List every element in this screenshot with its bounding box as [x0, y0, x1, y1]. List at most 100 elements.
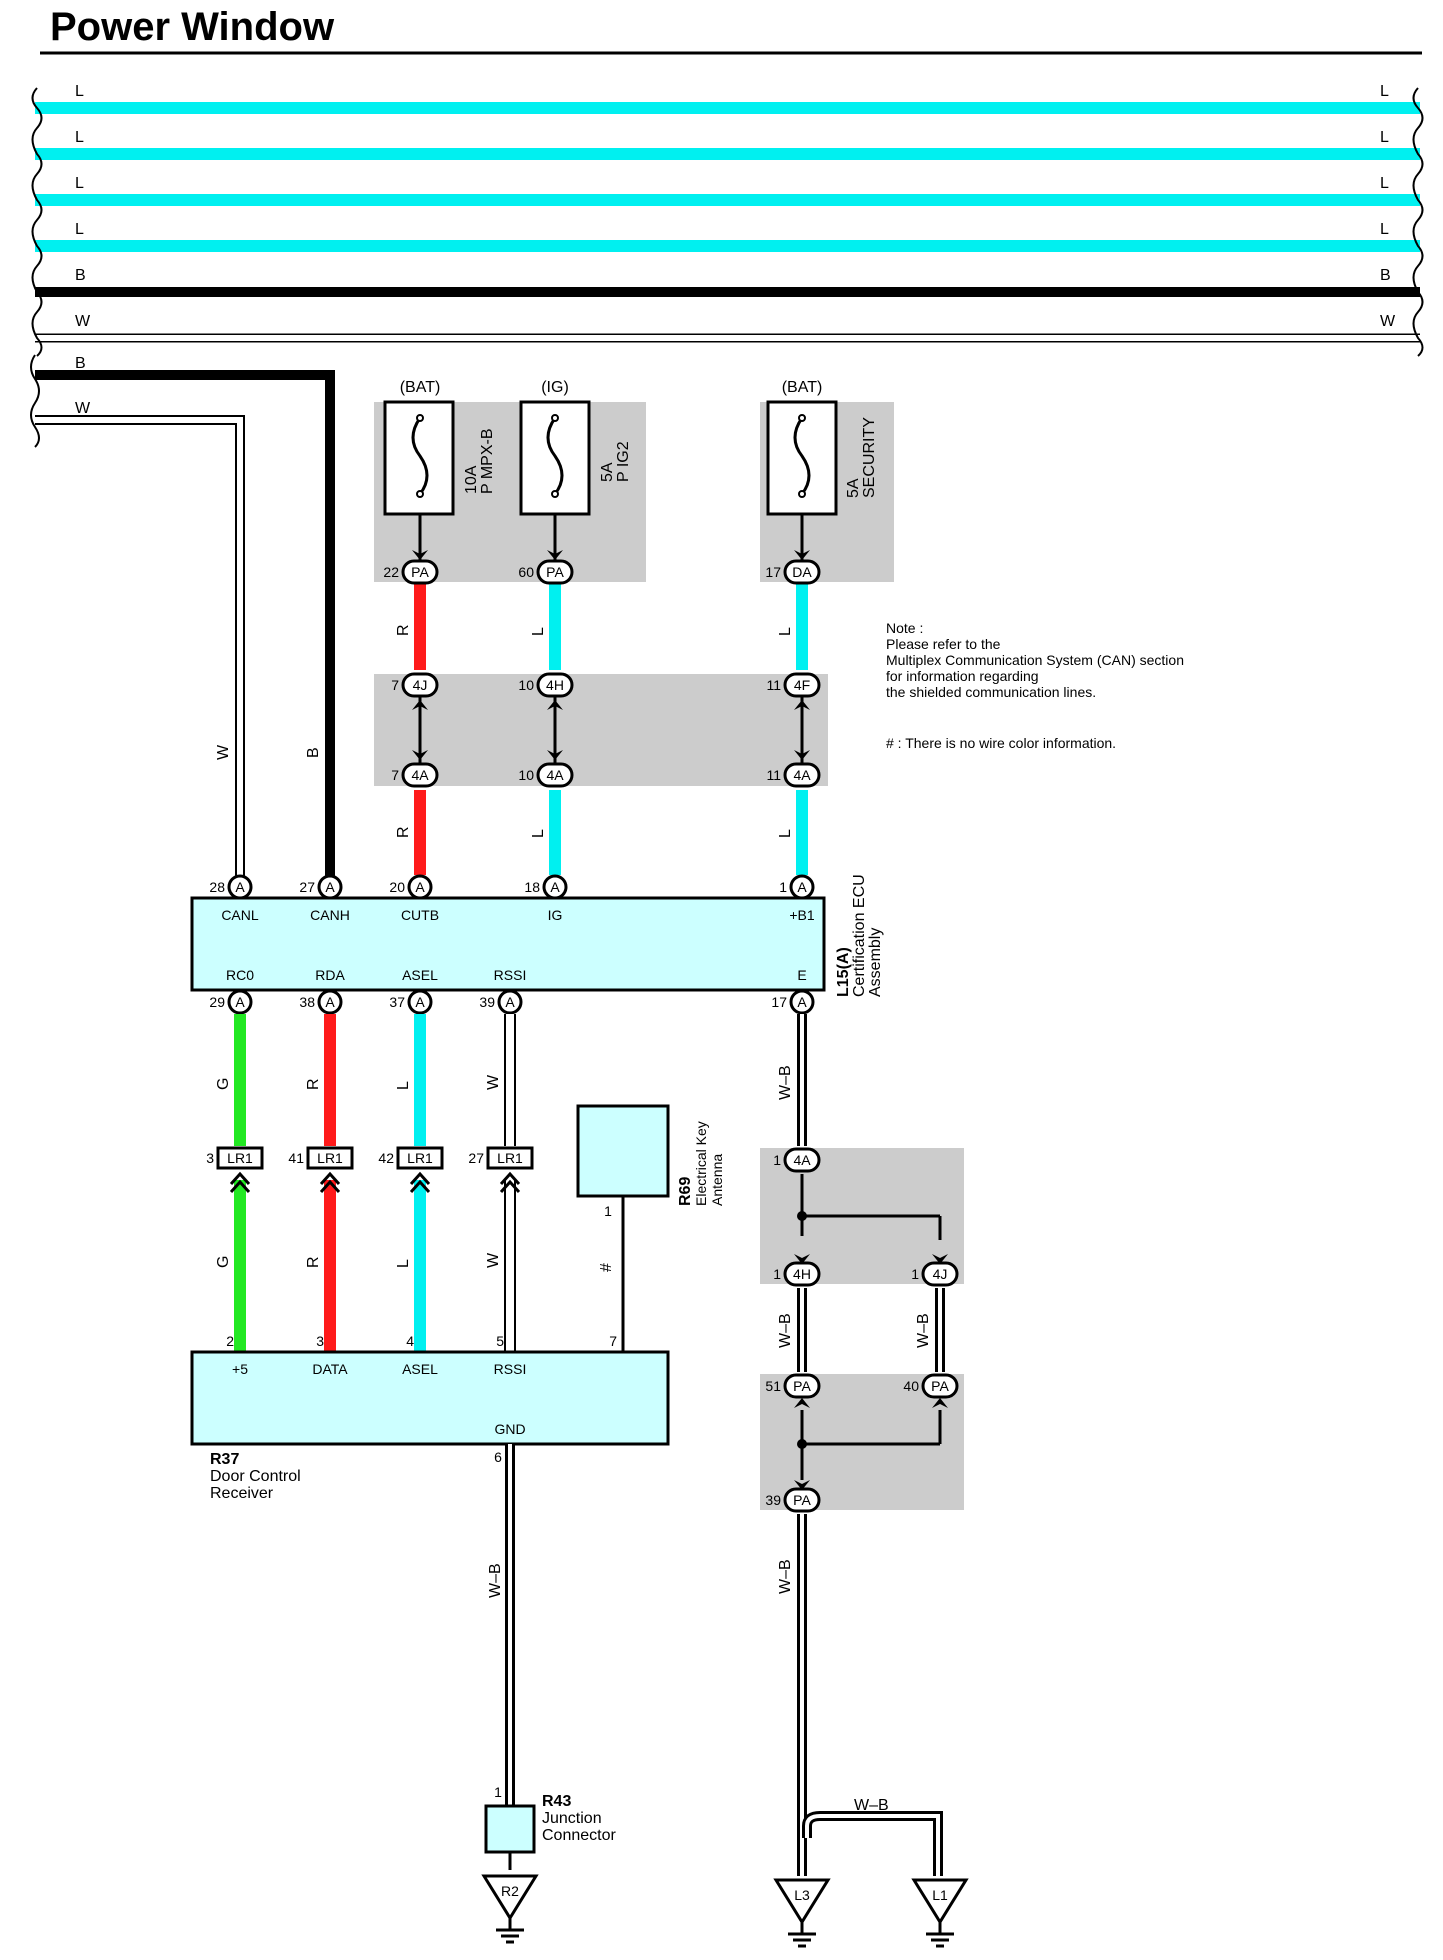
- connector-pin: 1: [773, 1152, 781, 1168]
- connector-pin: 10: [518, 677, 534, 693]
- bus-label-right: B: [1380, 267, 1391, 284]
- pin-label: ASEL: [402, 967, 438, 983]
- wire-label: R: [305, 1078, 322, 1090]
- fuse-source: (IG): [541, 379, 569, 396]
- pin-number: 18: [524, 879, 540, 895]
- wire-label: G: [215, 1078, 232, 1090]
- wire-label: L: [777, 829, 794, 838]
- ecu-name-line: Assembly: [867, 928, 884, 997]
- antenna-name: Antenna: [709, 1154, 725, 1206]
- receiver-label: R37 Door Control Receiver: [210, 1451, 301, 1502]
- receiver-name: Door Control: [210, 1468, 301, 1485]
- rssi-wire: W W: [485, 1014, 516, 1352]
- ecu-pins: A28CANLA27CANHA20CUTBA18IGA1+B1A29RC0A38…: [209, 874, 815, 1015]
- wire-label: W–B: [915, 1313, 932, 1348]
- receiver-gnd-wire: 6 W–B: [487, 1444, 515, 1806]
- pin-number: 27: [299, 879, 315, 895]
- fuse-5a-pig2: (IG) 5A P IG2: [519, 379, 632, 560]
- connector-label: DA: [792, 564, 812, 580]
- ecu-id: L15(A): [835, 947, 852, 997]
- receiver-pin: 2+5: [226, 1333, 248, 1377]
- connector-label: LR1: [407, 1150, 433, 1166]
- ground-label: R2: [501, 1883, 519, 1899]
- fuse-source: (BAT): [400, 379, 441, 396]
- pin-label: RSSI: [494, 967, 527, 983]
- wire-label: W–B: [777, 1313, 794, 1348]
- note-line: Note :: [886, 620, 923, 636]
- connector-label: 4H: [546, 677, 564, 693]
- canh-wire: B B: [35, 355, 335, 885]
- wire-label: R: [395, 826, 412, 838]
- pin-label: DATA: [312, 1361, 348, 1377]
- antenna-box: [576, 1104, 670, 1198]
- pin-number: 20: [389, 879, 405, 895]
- connector-pin: 11: [766, 677, 781, 693]
- arrow-down-icon: [794, 750, 810, 760]
- pin-connector-letter: A: [235, 994, 245, 1010]
- chevron-up-icon: [229, 1171, 251, 1186]
- wire-label: W–B: [777, 1065, 794, 1100]
- pin-label: ASEL: [402, 1361, 438, 1377]
- connector-pin: 42: [378, 1150, 394, 1166]
- pin-label: RDA: [315, 967, 345, 983]
- canl-wire: W W: [35, 400, 245, 885]
- pin-number: 2: [226, 1333, 234, 1349]
- pin-label: +B1: [789, 907, 815, 923]
- wire-label: L: [395, 1259, 412, 1268]
- fuse-source: (BAT): [782, 379, 823, 396]
- fuse-name: SECURITY: [861, 417, 878, 498]
- pin-label: CANL: [221, 907, 259, 923]
- junction-lower-connector: 4A7: [391, 762, 439, 788]
- wire-label: W–B: [487, 1563, 504, 1598]
- ecu-top-pin: A1+B1: [779, 874, 815, 923]
- pin-connector-letter: A: [415, 879, 425, 895]
- arrow-down-icon: [932, 1254, 948, 1264]
- wire-label: G: [215, 1256, 232, 1268]
- connector-label: 4H: [793, 1266, 811, 1282]
- ground-junction-4a: 4A1: [773, 1147, 821, 1173]
- pin-connector-letter: A: [235, 879, 245, 895]
- arrow-down-icon: [794, 550, 810, 560]
- chevron-up-icon: [499, 1179, 521, 1194]
- arrow-up-icon: [412, 700, 428, 710]
- ground-junction-4j: 4J1: [911, 1261, 959, 1287]
- b1-wire: L L: [777, 580, 808, 875]
- wire-label: W–B: [777, 1559, 794, 1594]
- chevron-up-icon: [229, 1179, 251, 1194]
- bus-label-left: W: [75, 313, 91, 330]
- antenna-id: R69: [677, 1177, 694, 1206]
- page-title: Power Window: [50, 5, 335, 49]
- arrow-down-icon: [547, 750, 563, 760]
- rc0-wire: G G: [215, 1014, 246, 1352]
- note-line: the shielded communication lines.: [886, 684, 1096, 700]
- connector-label: PA: [546, 564, 564, 580]
- connector-pin: 1: [911, 1266, 919, 1282]
- arrow-down-icon: [547, 550, 563, 560]
- ground-label: L1: [932, 1887, 948, 1903]
- connector-pin: 11: [766, 767, 781, 783]
- connector-pin: 41: [288, 1150, 304, 1166]
- wire-label-b: B: [75, 355, 86, 372]
- wire-label: R: [395, 624, 412, 636]
- pin-number: 7: [609, 1333, 617, 1349]
- bus-break-right: [1412, 87, 1424, 357]
- connector-label: LR1: [497, 1150, 523, 1166]
- receiver-name: Receiver: [210, 1485, 274, 1502]
- pin-label: CANH: [310, 907, 350, 923]
